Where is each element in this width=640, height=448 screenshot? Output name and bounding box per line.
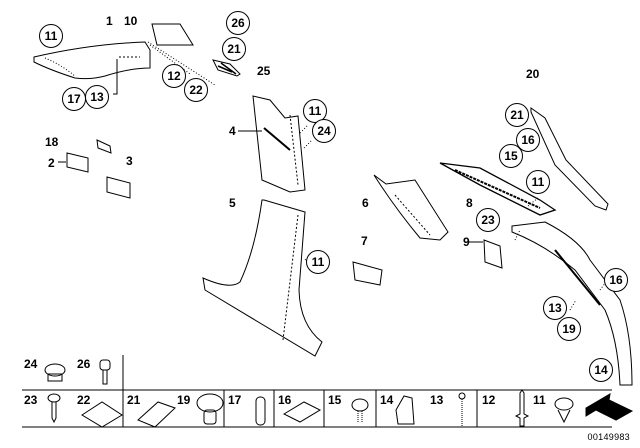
label-10: 10	[124, 14, 138, 28]
part-7-clip[interactable]	[352, 261, 383, 286]
part-5-lower-pillar-trim[interactable]	[202, 199, 323, 357]
label-4: 4	[229, 124, 236, 138]
clip-11-icon	[554, 397, 574, 424]
rivet-19-icon	[196, 393, 224, 425]
part-20-strip[interactable]	[530, 107, 609, 211]
arrow-icon	[585, 393, 634, 421]
callout-13-rear[interactable]: 13	[543, 296, 567, 320]
push-rivet-15-icon	[351, 398, 369, 422]
callout-17[interactable]: 17	[62, 87, 86, 111]
table-num-19: 19	[177, 393, 191, 407]
label-3: 3	[126, 154, 133, 168]
callout-13[interactable]: 13	[85, 85, 109, 109]
callout-21[interactable]: 21	[222, 37, 246, 61]
part-3-vent[interactable]	[106, 176, 131, 199]
callout-26[interactable]: 26	[226, 11, 250, 35]
label-20: 20	[526, 67, 540, 81]
table-num-15: 15	[328, 393, 342, 407]
callout-11[interactable]: 11	[39, 24, 63, 48]
callout-11-rear[interactable]: 11	[526, 170, 550, 194]
part-9-cover[interactable]	[464, 239, 503, 269]
label-2: 2	[48, 156, 55, 170]
table-num-12: 12	[482, 393, 496, 407]
callout-14[interactable]: 14	[589, 358, 613, 382]
clip-24-icon	[44, 363, 66, 382]
callout-12[interactable]: 12	[162, 64, 186, 88]
callout-15[interactable]: 15	[499, 144, 523, 168]
table-num-11: 11	[533, 393, 546, 407]
bolt-26-icon	[99, 359, 111, 385]
table-num-14: 14	[380, 393, 394, 407]
clip-nut-21-icon	[137, 401, 176, 428]
label-18: 18	[45, 135, 59, 149]
label-25: 25	[257, 64, 271, 78]
spring-nut-16-icon	[282, 401, 322, 423]
parts-table-grid	[22, 355, 612, 428]
table-num-13: 13	[430, 393, 444, 407]
screw-13-icon	[458, 392, 466, 426]
table-num-21: 21	[127, 393, 141, 407]
catalog-number: 00149983	[587, 432, 630, 442]
label-9: 9	[463, 235, 470, 249]
pad-22-icon	[81, 401, 123, 428]
label-1: 1	[106, 14, 113, 28]
table-num-26: 26	[77, 357, 91, 371]
part-4-upper-pillar-trim[interactable]	[238, 95, 306, 193]
table-num-16: 16	[278, 393, 292, 407]
callout-22[interactable]: 22	[184, 78, 208, 102]
part-8-rear-trim[interactable]	[439, 162, 557, 216]
table-num-22: 22	[77, 393, 91, 407]
pin-17-icon	[255, 396, 266, 426]
part-6-trim[interactable]	[373, 174, 449, 241]
label-7: 7	[361, 234, 368, 248]
callout-11-lower[interactable]: 11	[306, 250, 330, 274]
label-5: 5	[229, 196, 236, 210]
bracket-14-icon	[395, 395, 415, 425]
callout-19[interactable]: 19	[557, 317, 581, 341]
label-8: 8	[466, 196, 473, 210]
callout-21-strip[interactable]: 21	[505, 103, 529, 127]
rivet-12-icon	[514, 389, 530, 427]
part-1-upper-trim-panel[interactable]	[33, 23, 216, 95]
table-num-23: 23	[24, 393, 38, 407]
table-num-17: 17	[228, 393, 242, 407]
table-num-24: 24	[24, 357, 38, 371]
part-25-bracket[interactable]	[212, 59, 241, 77]
leader-lines	[299, 124, 607, 311]
part-18-clip[interactable]	[96, 139, 112, 154]
part-2-vent[interactable]	[58, 152, 89, 173]
screw-23-icon	[47, 393, 61, 424]
part-rear-quarter-trim[interactable]	[511, 221, 633, 386]
callout-24[interactable]: 24	[312, 119, 336, 143]
label-6: 6	[362, 196, 369, 210]
callout-16-rear[interactable]: 16	[604, 268, 628, 292]
callout-23[interactable]: 23	[476, 208, 500, 232]
